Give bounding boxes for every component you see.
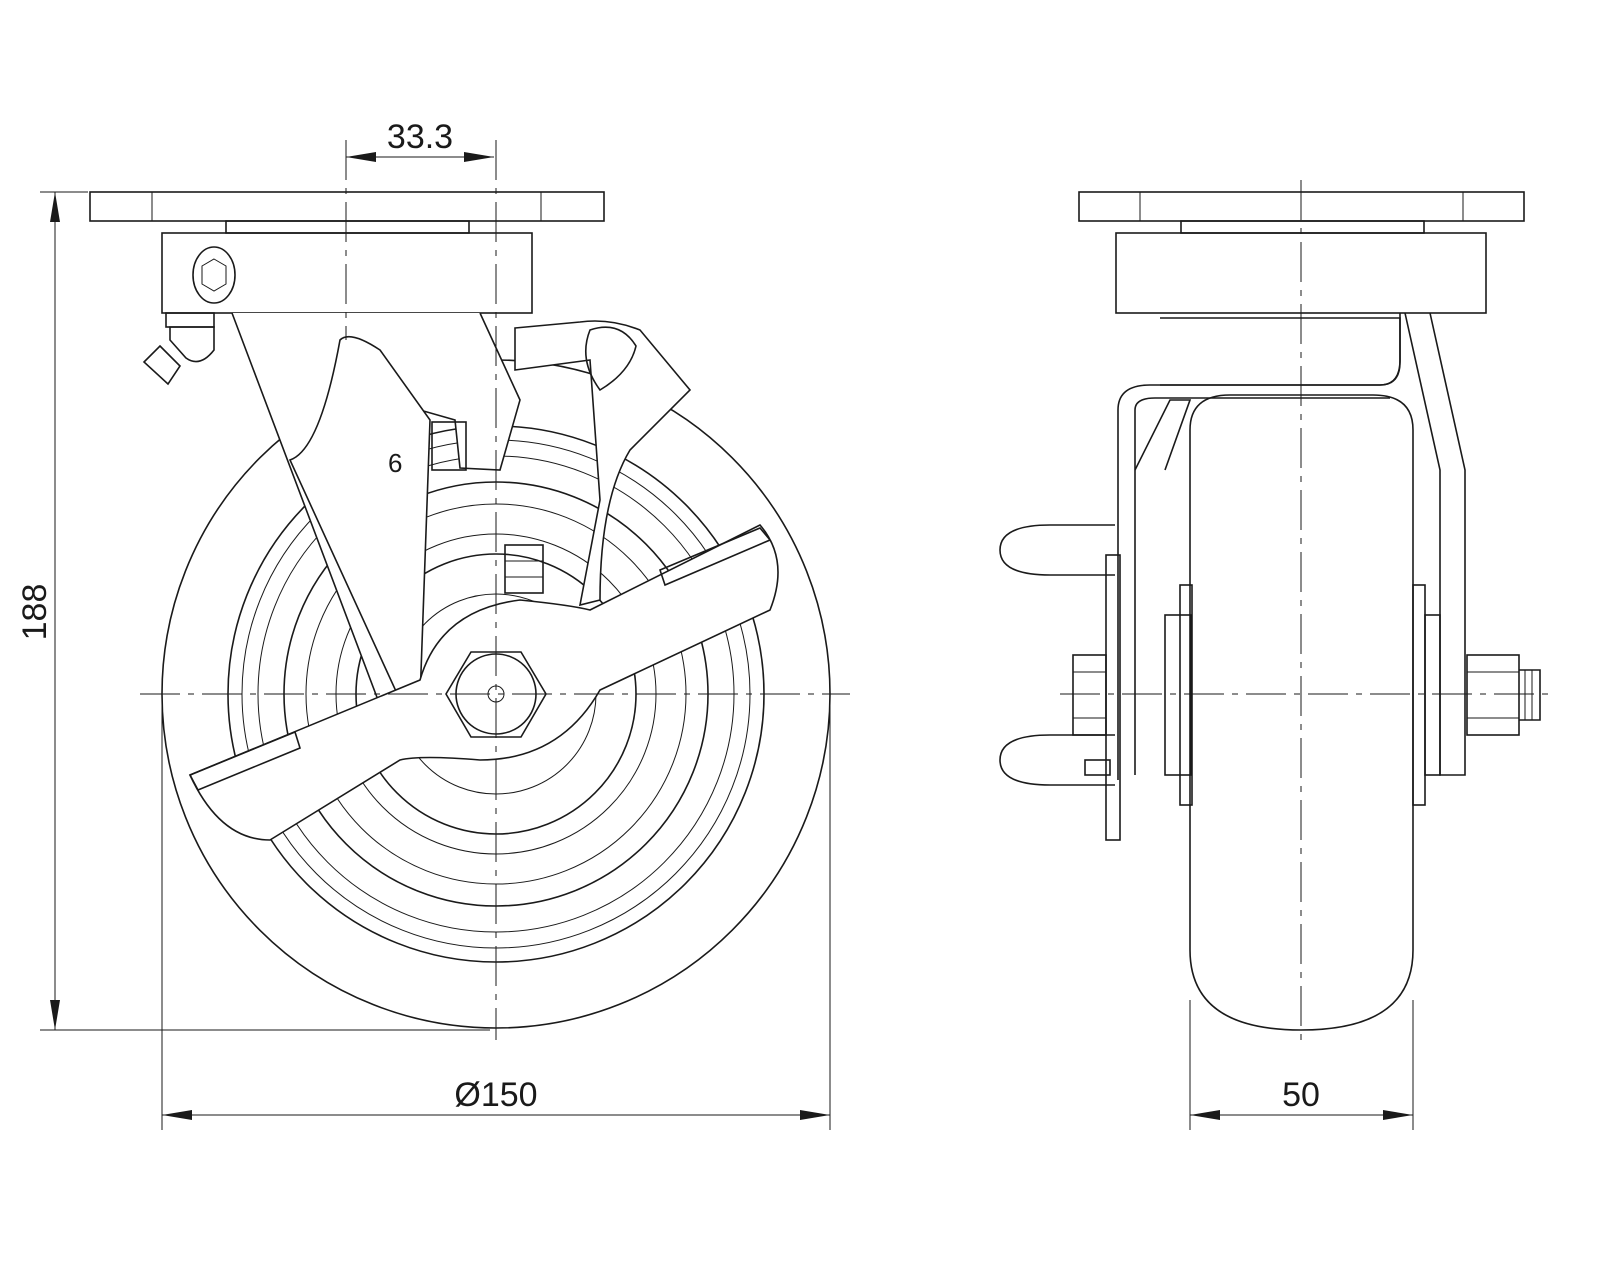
dimension-height-label: 188 <box>16 584 54 641</box>
brake-plate <box>288 335 431 701</box>
dimension-offset-label: 33.3 <box>387 118 453 156</box>
axle-nut <box>445 651 547 738</box>
axle-nut-right <box>1466 654 1520 736</box>
axle-nut-left <box>1072 654 1107 736</box>
part-marking: 6 <box>388 448 402 478</box>
wheel-side <box>1189 394 1414 1031</box>
brake-pedal <box>514 320 692 607</box>
dimension-offset: 33.3 <box>346 118 494 162</box>
bolt-icon <box>192 246 236 304</box>
top-plate <box>89 191 605 222</box>
dimension-width: 50 <box>1189 1000 1414 1130</box>
brake-pad-top <box>999 524 1115 576</box>
swivel-head <box>161 232 533 314</box>
front-view: 6 <box>89 140 850 1040</box>
dimension-diameter-label: Ø150 <box>454 1076 537 1114</box>
dimension-diameter: Ø150 <box>161 694 831 1130</box>
grease-nipple <box>142 312 215 386</box>
dimension-height: 188 <box>16 191 490 1031</box>
bearing-ring <box>225 220 470 234</box>
dimension-width-label: 50 <box>1282 1076 1320 1114</box>
side-view <box>999 180 1555 1040</box>
brake-pad-bottom <box>999 734 1115 786</box>
